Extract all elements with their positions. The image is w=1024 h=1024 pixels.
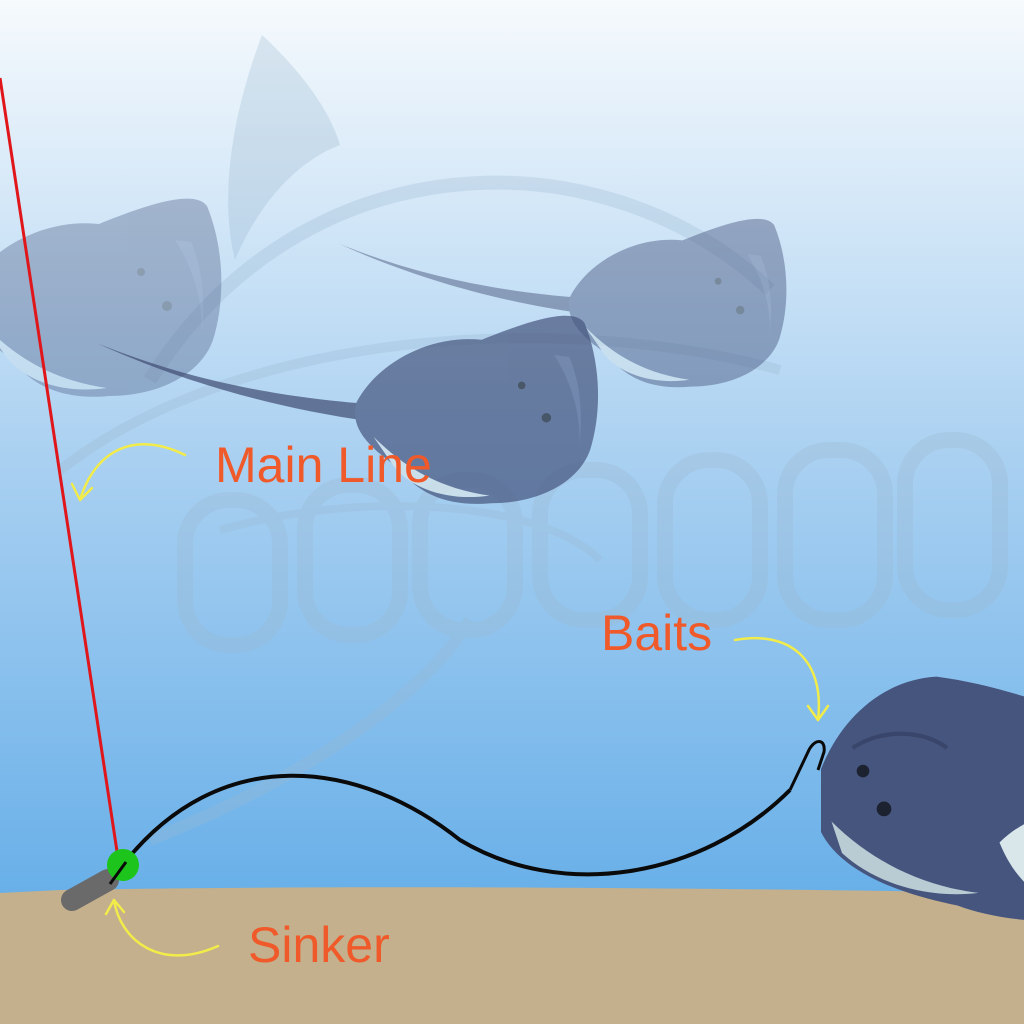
sinker-label: Sinker	[248, 917, 390, 973]
swivel-link	[108, 861, 128, 885]
sinker-icon	[61, 869, 119, 911]
sea-floor	[0, 887, 1024, 1024]
main-line-arrow-icon	[70, 443, 187, 502]
main-line	[0, 77, 120, 859]
main-line-label: Main Line	[215, 437, 432, 493]
baits-arrow-icon	[733, 636, 830, 722]
leader-line	[120, 773, 792, 877]
baits-label: Baits	[601, 605, 713, 661]
sinker-arrow-icon	[104, 898, 220, 957]
hook-icon	[788, 740, 826, 791]
logo-watermark	[56, 35, 1008, 846]
stingray-icon	[821, 676, 1024, 920]
